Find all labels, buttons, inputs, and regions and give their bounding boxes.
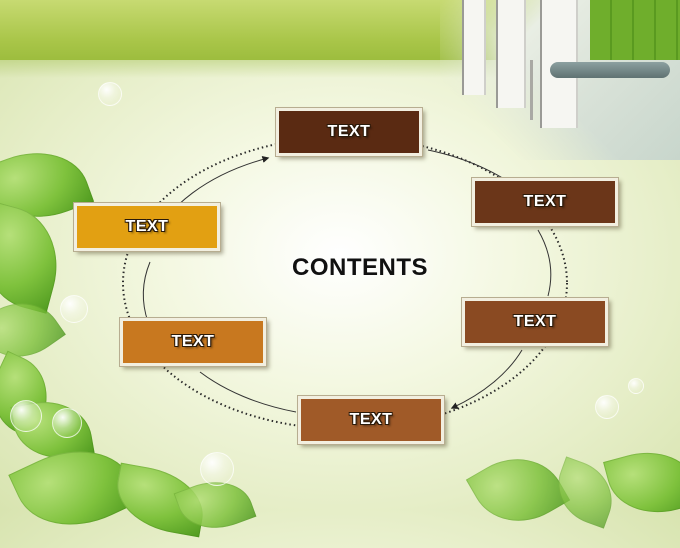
- arc-right: [537, 229, 552, 297]
- bubble-decoration: [200, 452, 234, 486]
- bubble-decoration: [10, 400, 42, 432]
- node-top: TEXT: [275, 107, 423, 157]
- bubble-decoration: [98, 82, 122, 106]
- bubble-decoration: [595, 395, 619, 419]
- bubble-decoration: [628, 378, 644, 394]
- node-label: TEXT: [327, 123, 371, 140]
- node-label: TEXT: [523, 193, 567, 210]
- node-upper-right: TEXT: [471, 177, 619, 227]
- stall-door-2: [496, 0, 526, 108]
- node-label: TEXT: [171, 333, 215, 350]
- sink-counter: [550, 62, 670, 78]
- stall-door-1: [462, 0, 486, 95]
- node-lower-right: TEXT: [461, 297, 609, 347]
- node-label: TEXT: [349, 411, 393, 428]
- green-tile-wall: [590, 0, 680, 60]
- outer-dotted-ring: [122, 136, 568, 430]
- node-label: TEXT: [513, 313, 557, 330]
- node-upper-left: TEXT: [73, 202, 221, 252]
- center-title: CONTENTS: [292, 254, 428, 281]
- arrow-lower-right: [450, 349, 523, 409]
- node-label: TEXT: [125, 218, 169, 235]
- node-bottom: TEXT: [297, 395, 445, 445]
- arc-left: [142, 261, 151, 323]
- bubble-decoration: [52, 408, 82, 438]
- bubble-decoration: [60, 295, 88, 323]
- arc-lower-left: [199, 371, 297, 413]
- stall-post: [530, 60, 533, 120]
- node-lower-left: TEXT: [119, 317, 267, 367]
